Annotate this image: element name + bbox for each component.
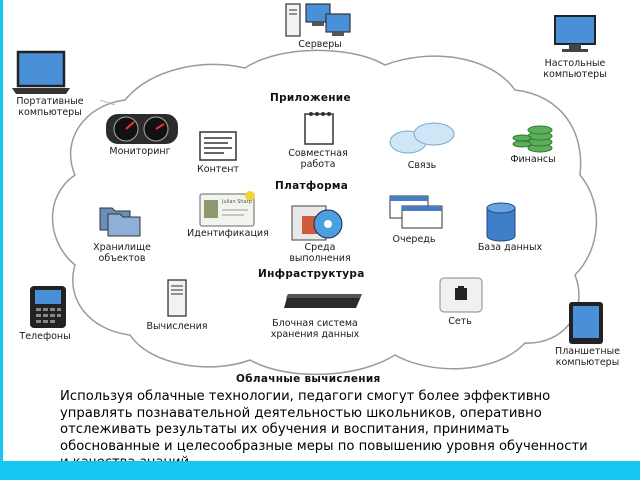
monitoring-label: Мониторинг [109,146,171,157]
communication-label: Связь [407,160,437,171]
tablets-label: Планшетные компьютеры [555,346,620,368]
speedometer-icon [106,114,178,144]
phone-icon [30,286,66,328]
object-storage-label: Хранилище объектов [93,242,151,264]
content-label: Контент [197,164,239,175]
diagram-title: Облачные вычисления [236,373,381,385]
phones-label: Телефоны [19,331,71,342]
laptop-icon [12,50,70,94]
section-application-title: Приложение [270,92,351,104]
caption-text: Используя облачные технологии, педагоги … [60,389,588,470]
queue-windows-icon [389,195,443,229]
section-platform-title: Платформа [275,180,349,192]
queue-label: Очередь [392,234,436,245]
notepad-icon [304,112,334,145]
coins-icon [512,125,553,153]
collaboration-label: Совместная работа [288,148,348,170]
server-tower-icon [167,279,187,317]
database-label: База данных [477,242,543,253]
servers-icon [285,3,351,37]
badge-text: Julian Sharp [221,199,252,205]
left-accent-bar [0,0,3,480]
storage-array-icon [284,294,362,308]
runtime-label: Среда выполнения [289,242,351,264]
id-badge-icon: Julian Sharp [199,191,255,227]
network-label: Сеть [448,316,472,327]
database-icon [486,202,516,242]
servers-label: Серверы [298,39,342,50]
laptops-label: Портативные компьютеры [16,96,84,118]
tablet-icon [569,302,603,344]
identity-label: Идентификация [187,228,269,239]
compute-label: Вычисления [146,321,208,332]
bottom-accent-bar [0,461,640,480]
network-socket-icon [439,277,483,313]
finance-label: Финансы [510,154,556,165]
block-storage-label: Блочная система хранения данных [270,318,360,340]
folders-icon [99,207,141,237]
chat-bubbles-icon [389,122,455,154]
runtime-disc-icon [291,205,343,241]
section-infrastructure-title: Инфраструктура [258,268,365,280]
document-content-icon [199,131,237,161]
desktop-computer-icon [554,15,596,52]
desktops-label: Настольные компьютеры [543,58,607,80]
